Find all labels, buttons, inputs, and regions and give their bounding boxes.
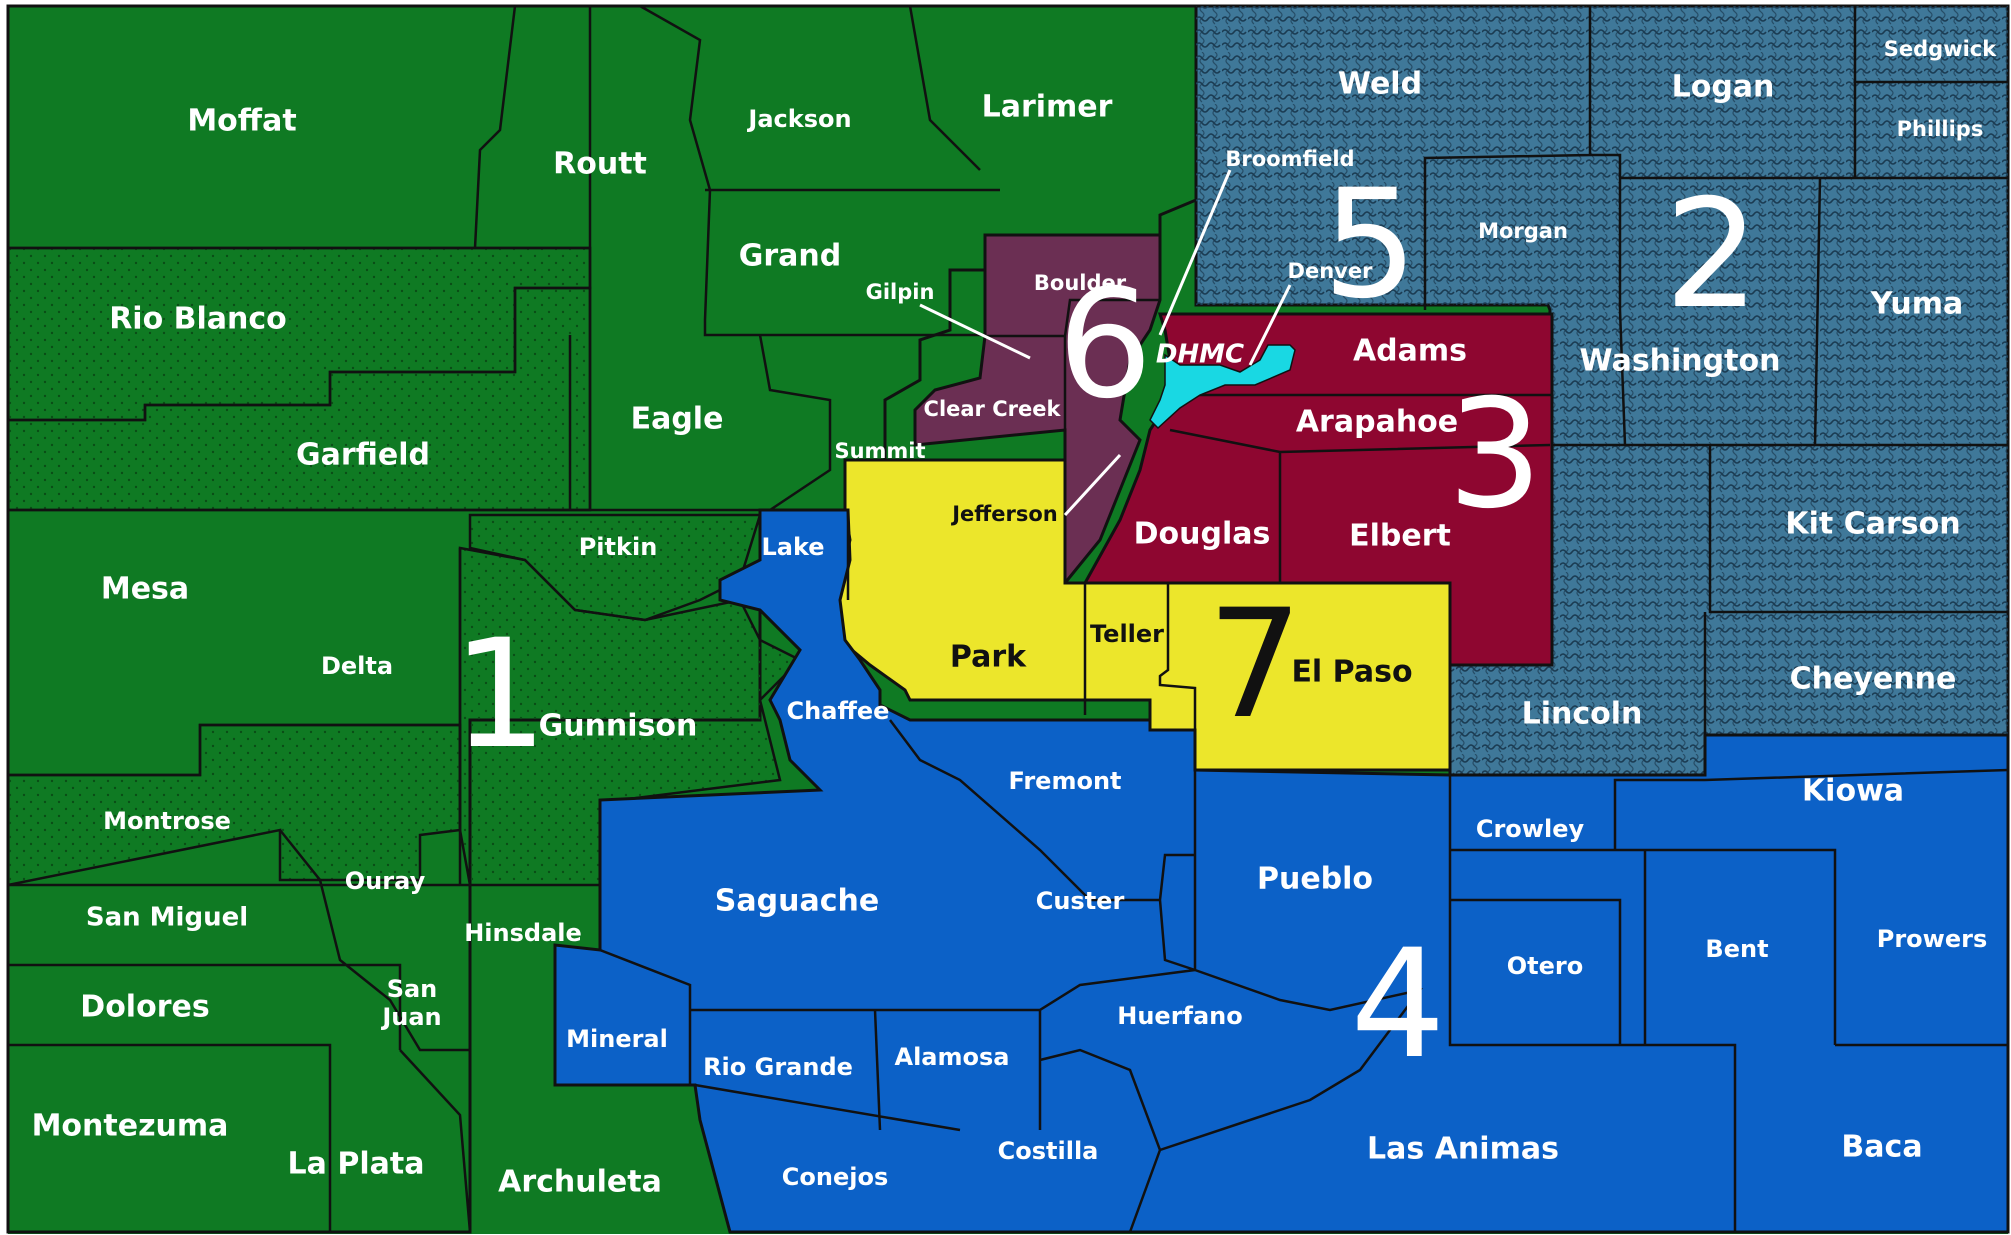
county-label-kit-carson: Kit Carson (1785, 507, 1960, 542)
county-label-elbert: Elbert (1349, 519, 1451, 554)
county-label-garfield: Garfield (296, 438, 430, 473)
county-label-ouray: Ouray (345, 867, 426, 895)
county-label-boulder: Boulder (1034, 271, 1127, 295)
county-label-otero: Otero (1507, 952, 1583, 980)
gilpin-leader (919, 303, 1031, 360)
facility-label-dhmc: DHMC (1156, 340, 1244, 370)
county-label-broomfield: Broomfield (1225, 147, 1354, 171)
county-label-delta: Delta (321, 652, 393, 680)
county-label-lincoln: Lincoln (1522, 697, 1643, 732)
county-label-montezuma: Montezuma (32, 1109, 229, 1144)
county-label-park: Park (950, 640, 1027, 675)
county-label-chaffee: Chaffee (787, 697, 890, 725)
region-number-7: 7 (1207, 578, 1302, 752)
county-label-mineral: Mineral (566, 1025, 668, 1053)
region-4-area (553, 508, 2010, 1234)
region-1-area (6, 4, 1198, 1234)
county-label-logan: Logan (1672, 70, 1775, 105)
denver-leader (1248, 284, 1292, 366)
county-label-yuma: Yuma (1870, 287, 1963, 322)
county-label-huerfano: Huerfano (1117, 1002, 1243, 1030)
county-label-baca: Baca (1841, 1130, 1922, 1165)
region-3-area (1082, 312, 1554, 667)
county-label-rio-grande: Rio Grande (703, 1053, 853, 1081)
county-label-alamosa: Alamosa (895, 1043, 1010, 1071)
county-label-prowers: Prowers (1877, 925, 1987, 953)
region-2-area (1194, 4, 2010, 777)
county-label-costilla: Costilla (998, 1137, 1099, 1165)
county-label-custer: Custer (1036, 887, 1125, 915)
county-label-archuleta: Archuleta (498, 1165, 662, 1200)
county-label-la-plata: La Plata (288, 1147, 425, 1182)
county-label-san: San (387, 975, 438, 1003)
county-label-pitkin: Pitkin (579, 533, 658, 561)
broomfield-leader (1158, 169, 1232, 336)
county-label-moffat: Moffat (187, 104, 296, 139)
county-label-kiowa: Kiowa (1802, 774, 1904, 809)
county-label-juan: Juan (380, 1003, 441, 1031)
county-label-routt: Routt (553, 147, 647, 182)
county-label-el-paso: El Paso (1291, 655, 1412, 690)
county-label-washington: Washington (1580, 344, 1781, 379)
county-label-mesa: Mesa (101, 572, 189, 607)
county-label-montrose: Montrose (103, 807, 231, 835)
region-number-2: 2 (1664, 168, 1759, 342)
county-label-gilpin: Gilpin (866, 280, 935, 304)
county-label-jefferson: Jefferson (950, 502, 1058, 526)
county-label-jackson: Jackson (746, 105, 851, 133)
county-label-larimer: Larimer (982, 90, 1113, 125)
county-label-clear-creek: Clear Creek (924, 397, 1062, 421)
county-label-lake: Lake (761, 533, 824, 561)
county-label-arapahoe: Arapahoe (1296, 405, 1458, 440)
region-number-6: 6 (1057, 258, 1152, 432)
county-label-eagle: Eagle (631, 402, 724, 437)
county-label-morgan: Morgan (1478, 219, 1568, 243)
dhmc-area (1149, 344, 1296, 430)
county-label-phillips: Phillips (1897, 117, 1984, 141)
county-gunnison-area (458, 546, 803, 887)
county-label-saguache: Saguache (715, 884, 879, 919)
region-number-1: 1 (452, 608, 547, 782)
county-label-adams: Adams (1353, 334, 1467, 369)
county-label-gunnison: Gunnison (539, 709, 698, 744)
county-label-crowley: Crowley (1476, 815, 1585, 843)
county-label-hinsdale: Hinsdale (464, 919, 582, 947)
county-label-bent: Bent (1705, 935, 1768, 963)
county-label-grand: Grand (739, 239, 842, 274)
county-label-conejos: Conejos (782, 1163, 888, 1191)
county-label-pueblo: Pueblo (1257, 862, 1373, 897)
county-label-cheyenne: Cheyenne (1790, 662, 1957, 697)
region-number-3: 3 (1447, 368, 1542, 542)
county-label-denver: Denver (1288, 259, 1374, 283)
county-label-douglas: Douglas (1134, 517, 1271, 552)
county-label-sedgwick: Sedgwick (1884, 37, 1997, 61)
county-label-fremont: Fremont (1008, 767, 1121, 795)
county-label-rio-blanco: Rio Blanco (109, 302, 287, 337)
region-number-5: 5 (1322, 158, 1417, 332)
region-number-4: 4 (1350, 918, 1445, 1092)
county-label-summit: Summit (834, 439, 925, 463)
county-label-dolores: Dolores (80, 990, 209, 1025)
county-label-weld: Weld (1338, 67, 1422, 102)
jefferson-leader (1063, 453, 1122, 517)
county-label-san-miguel: San Miguel (86, 903, 248, 933)
county-label-las-animas: Las Animas (1367, 1132, 1559, 1167)
county-label-teller: Teller (1090, 620, 1164, 648)
